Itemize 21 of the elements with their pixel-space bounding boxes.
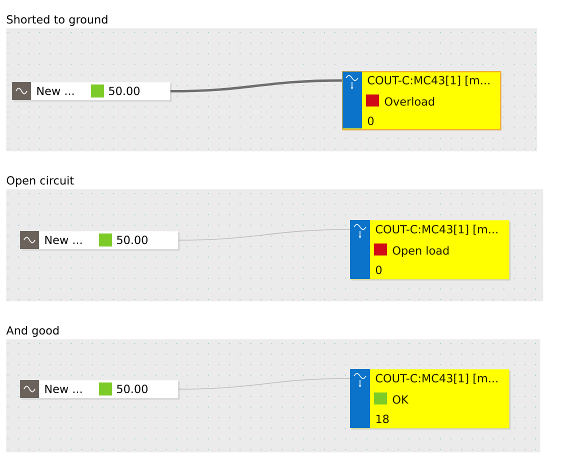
value-text: 0 <box>368 116 374 126</box>
status-text: Open load <box>392 246 449 257</box>
block-name: New ... <box>45 236 82 244</box>
block-title: COUT-C:MC43[1] [m... <box>376 374 498 384</box>
value-text: 50.00 <box>117 236 148 244</box>
panel-heading: Shorted to ground <box>6 15 108 26</box>
panel-heading: Open circuit <box>6 176 74 187</box>
value-text: 50.00 <box>109 86 140 96</box>
value-text: 18 <box>376 414 389 424</box>
panel-heading: And good <box>6 326 59 337</box>
status-text: Overload <box>384 97 434 106</box>
block-name: New ... <box>45 384 82 394</box>
wire <box>170 79 342 92</box>
wire <box>178 229 350 241</box>
block-title: COUT-C:MC43[1] [m... <box>368 76 490 86</box>
status-text: OK <box>392 395 409 404</box>
value-text: 50.00 <box>117 384 148 394</box>
block-name: New ... <box>37 86 74 96</box>
value-text: 0 <box>376 266 382 274</box>
block-title: COUT-C:MC43[1] [m... <box>376 224 498 235</box>
wire <box>178 378 350 390</box>
